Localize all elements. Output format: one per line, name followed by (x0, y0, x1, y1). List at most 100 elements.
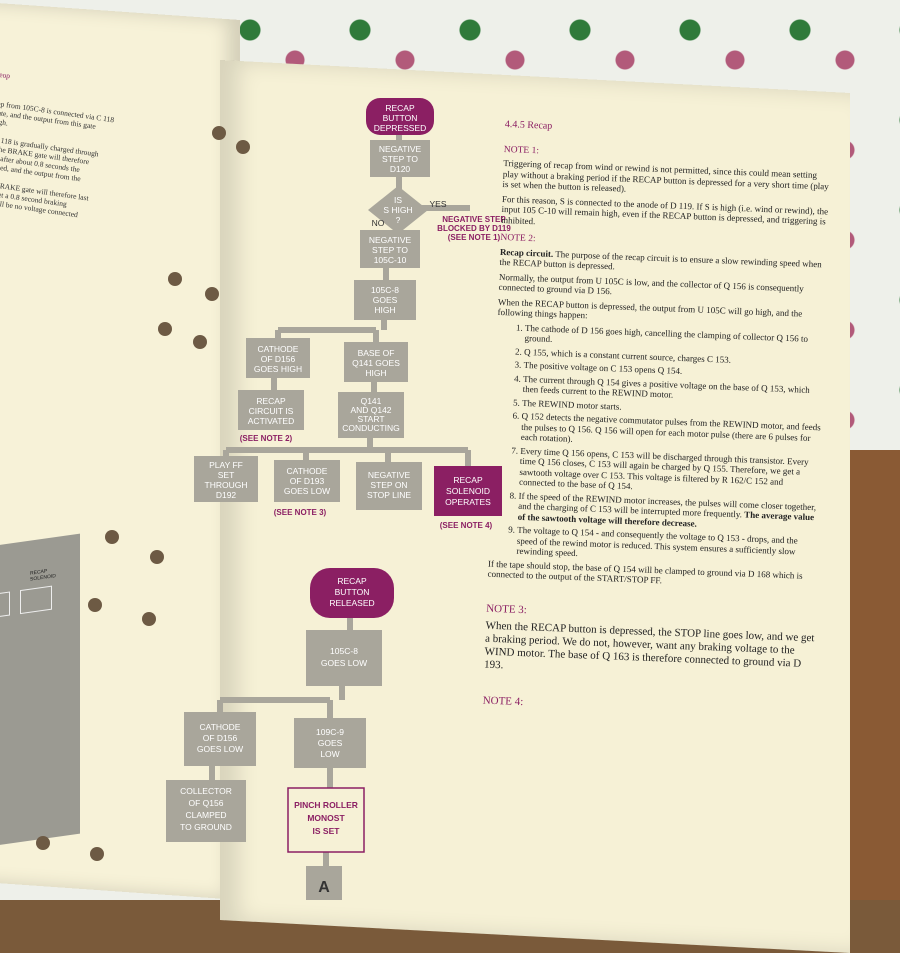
see-note-3: (SEE NOTE 3) (274, 508, 327, 517)
svg-text:OF D156: OF D156 (261, 354, 296, 364)
node-recap-circuit-activated: RECAP CIRCUIT IS ACTIVATED (238, 390, 304, 430)
svg-text:GOES HIGH: GOES HIGH (254, 364, 302, 374)
binder-hole (168, 272, 182, 286)
node-negative-step-d120: NEGATIVE STEP TO D120 (370, 140, 430, 177)
svg-text:STOP LINE: STOP LINE (367, 490, 411, 500)
svg-text:CATHODE: CATHODE (200, 722, 241, 732)
svg-text:RELEASED: RELEASED (329, 598, 374, 608)
binder-hole (236, 140, 250, 154)
node-pinch-roller-monost: PINCH ROLLER MONOST IS SET (287, 787, 365, 853)
svg-text:S HIGH: S HIGH (383, 205, 412, 215)
label-yes: YES (429, 199, 446, 209)
svg-text:CONDUCTING: CONDUCTING (342, 423, 400, 433)
node-decision-s-high: IS S HIGH ? (368, 186, 428, 234)
svg-text:START: START (357, 414, 384, 424)
node-q141-q142-conducting: Q141 AND Q142 START CONDUCTING (338, 392, 404, 438)
svg-text:NEGATIVE: NEGATIVE (379, 144, 422, 154)
wooden-table (840, 450, 900, 900)
flowchart-svg: RECAP BUTTON DEPRESSED NEGATIVE STEP TO … (166, 98, 511, 900)
svg-text:CLAMPED: CLAMPED (185, 810, 226, 820)
svg-text:GOES LOW: GOES LOW (197, 744, 243, 754)
svg-text:ACTIVATED: ACTIVATED (248, 416, 294, 426)
svg-text:COLLECTOR: COLLECTOR (180, 786, 232, 796)
node-recap-button-released: RECAP BUTTON RELEASED (310, 568, 394, 618)
svg-text:?: ? (396, 215, 401, 225)
svg-text:LOW: LOW (320, 749, 339, 759)
svg-text:HIGH: HIGH (374, 305, 395, 315)
svg-text:D192: D192 (216, 490, 237, 500)
see-note-2: (SEE NOTE 2) (240, 434, 293, 443)
binder-hole (193, 335, 207, 349)
svg-text:STEP TO: STEP TO (372, 245, 408, 255)
binder-hole (158, 322, 172, 336)
list-item: Every time Q 156 opens, C 153 will be di… (519, 445, 822, 499)
svg-text:105C-10: 105C-10 (374, 255, 407, 265)
svg-text:STEP ON: STEP ON (370, 480, 407, 490)
svg-text:RECAP: RECAP (453, 475, 483, 485)
svg-text:(SEE NOTE 1): (SEE NOTE 1) (448, 233, 501, 242)
connector (223, 437, 471, 468)
binder-hole (205, 287, 219, 301)
svg-text:PLAY FF: PLAY FF (209, 460, 243, 470)
svg-text:OF D193: OF D193 (290, 476, 325, 486)
binder-hole (142, 612, 156, 626)
svg-text:Q141 GOES: Q141 GOES (352, 358, 400, 368)
svg-text:105C-8: 105C-8 (371, 285, 399, 295)
svg-text:IS SET: IS SET (313, 826, 341, 836)
recap-text-column: 4.4.5 Recap NOTE 1: Triggering of recap … (482, 119, 835, 725)
svg-text:HIGH: HIGH (365, 368, 386, 378)
svg-text:Q141: Q141 (361, 396, 382, 406)
svg-text:BUTTON: BUTTON (383, 113, 418, 123)
svg-text:DEPRESSED: DEPRESSED (374, 123, 426, 133)
svg-text:BUTTON: BUTTON (335, 587, 370, 597)
svg-text:NEGATIVE: NEGATIVE (369, 235, 412, 245)
svg-text:GOES: GOES (373, 295, 398, 305)
node-negative-step-105c10: NEGATIVE STEP TO 105C-10 (360, 230, 420, 268)
svg-text:MONOST: MONOST (307, 813, 345, 823)
svg-text:RECAP: RECAP (256, 396, 286, 406)
svg-text:NEGATIVE STEP: NEGATIVE STEP (442, 215, 506, 224)
node-base-q141-high: BASE OF Q141 GOES HIGH (344, 342, 408, 382)
connector-a: A (306, 866, 342, 900)
binder-hole (212, 126, 226, 140)
svg-text:NEGATIVE: NEGATIVE (368, 470, 411, 480)
svg-text:CATHODE: CATHODE (258, 344, 299, 354)
node-collector-q156-clamped: COLLECTOR OF Q156 CLAMPED TO GROUND (166, 780, 246, 842)
binder-hole (150, 550, 164, 564)
connector (275, 318, 387, 343)
node-cathode-d156-low: CATHODE OF D156 GOES LOW (184, 712, 256, 766)
svg-text:BASE OF: BASE OF (358, 348, 395, 358)
connector (217, 686, 345, 718)
svg-text:OPERATES: OPERATES (445, 497, 491, 507)
binder-hole (90, 847, 104, 861)
svg-text:A: A (318, 879, 330, 896)
label-no: NO (372, 218, 385, 228)
node-cathode-d156-high: CATHODE OF D156 GOES HIGH (246, 338, 310, 378)
svg-text:TO GROUND: TO GROUND (180, 822, 232, 832)
note-blocked-by-d119: NEGATIVE STEP BLOCKED BY D119 (SEE NOTE … (437, 215, 511, 242)
svg-text:OF D156: OF D156 (203, 733, 238, 743)
svg-text:SET: SET (218, 470, 235, 480)
node-cathode-d193-low: CATHODE OF D193 GOES LOW (274, 460, 340, 502)
svg-text:CIRCUIT IS: CIRCUIT IS (249, 406, 294, 416)
see-note-4: (SEE NOTE 4) (440, 521, 493, 530)
svg-text:OF Q156: OF Q156 (189, 798, 224, 808)
svg-text:IS: IS (394, 195, 402, 205)
binder-hole (36, 836, 50, 850)
svg-text:AND Q142: AND Q142 (350, 405, 391, 415)
svg-text:SOLENOID: SOLENOID (446, 486, 490, 496)
node-recap-button-depressed: RECAP BUTTON DEPRESSED (366, 98, 434, 135)
svg-text:GOES LOW: GOES LOW (321, 658, 367, 668)
svg-text:D120: D120 (390, 164, 411, 174)
node-play-ff-set: PLAY FF SET THROUGH D192 (194, 456, 258, 502)
svg-text:STEP TO: STEP TO (382, 154, 418, 164)
svg-text:CATHODE: CATHODE (287, 466, 328, 476)
svg-text:RECAP: RECAP (337, 576, 367, 586)
node-109c9-goes-low: 109C-9 GOES LOW (294, 718, 366, 768)
svg-text:GOES LOW: GOES LOW (284, 486, 330, 496)
note-3-paragraph: When the RECAP button is depressed, the … (483, 619, 815, 672)
binder-hole (88, 598, 102, 612)
node-negative-step-stop-line: NEGATIVE STEP ON STOP LINE (356, 462, 422, 510)
binder-hole (105, 530, 119, 544)
node-105c8-goes-high: 105C-8 GOES HIGH (354, 280, 416, 320)
